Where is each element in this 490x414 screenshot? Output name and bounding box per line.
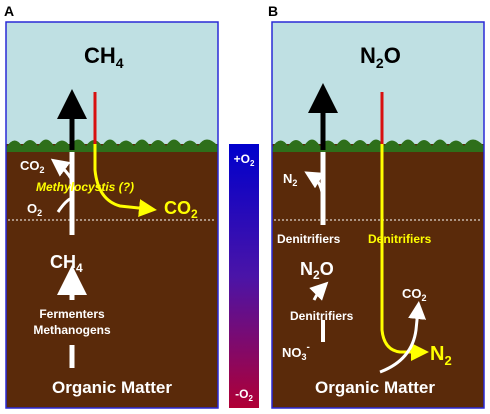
panel-b-organic-co2-arrow [379, 301, 427, 374]
panel-b-n2-label: N2 [283, 171, 297, 188]
panel-b-co2-label: CO2 [402, 286, 427, 303]
panel-b-denitrifiers-white: Denitrifiers [277, 232, 341, 246]
panel-a: A CH4 CO2 Methylocystis (?) O2 [4, 3, 219, 409]
panel-a-o2-label: O2 [27, 201, 42, 218]
panel-b-no3-label: NO3- [282, 342, 310, 362]
panel-b-frame [271, 21, 485, 409]
panel-b-n2-big-label: N2 [430, 343, 452, 368]
panel-a-organic-label: Organic Matter [52, 378, 172, 397]
panel-b-denitrifiers-lower: Denitrifiers [290, 309, 354, 323]
panel-a-co2-branch-arrow [50, 158, 74, 181]
panel-b-letter: B [268, 3, 278, 19]
oxygen-bottom-label: -O2 [235, 387, 253, 403]
panel-b: B N2O N2 Denitrifiers Denitrifiers N2O [268, 3, 485, 409]
panel-b-denitrifiers-yellow: Denitrifiers [368, 232, 432, 246]
panel-a-fermenters-label: Fermenters [39, 307, 105, 321]
panel-a-methanogens-label: Methanogens [33, 323, 111, 337]
panel-a-methylocystis-label: Methylocystis (?) [36, 180, 134, 194]
panel-a-title: CH4 [84, 43, 124, 71]
panel-b-n2o-small-arrow [309, 281, 329, 301]
panel-a-sky [6, 22, 218, 144]
panel-a-o2-curve [56, 196, 73, 213]
panel-b-organic-label: Organic Matter [315, 378, 435, 397]
panel-a-soil [6, 144, 218, 408]
panel-b-n2-branch-arrow [304, 171, 325, 201]
panel-a-letter: A [4, 3, 14, 19]
panel-b-title: N2O [360, 43, 401, 71]
panel-a-ch4-label: CH4 [50, 252, 83, 275]
oxygen-gradient-rect [229, 144, 259, 408]
panel-a-grass [6, 139, 218, 152]
panel-a-co2-label: CO2 [20, 158, 45, 175]
panel-b-n2o-label: N2O [300, 259, 334, 282]
panel-b-yellow-reduction-arrow [380, 144, 429, 361]
panel-a-methylocystis-arrow [93, 144, 157, 217]
panel-a-co2-yellow-label: CO2 [164, 198, 198, 221]
oxygen-gradient-bar: +O2 -O2 [229, 144, 259, 408]
panel-a-frame [5, 21, 219, 409]
panel-b-sky [272, 22, 484, 144]
oxygen-top-label: +O2 [234, 152, 255, 168]
